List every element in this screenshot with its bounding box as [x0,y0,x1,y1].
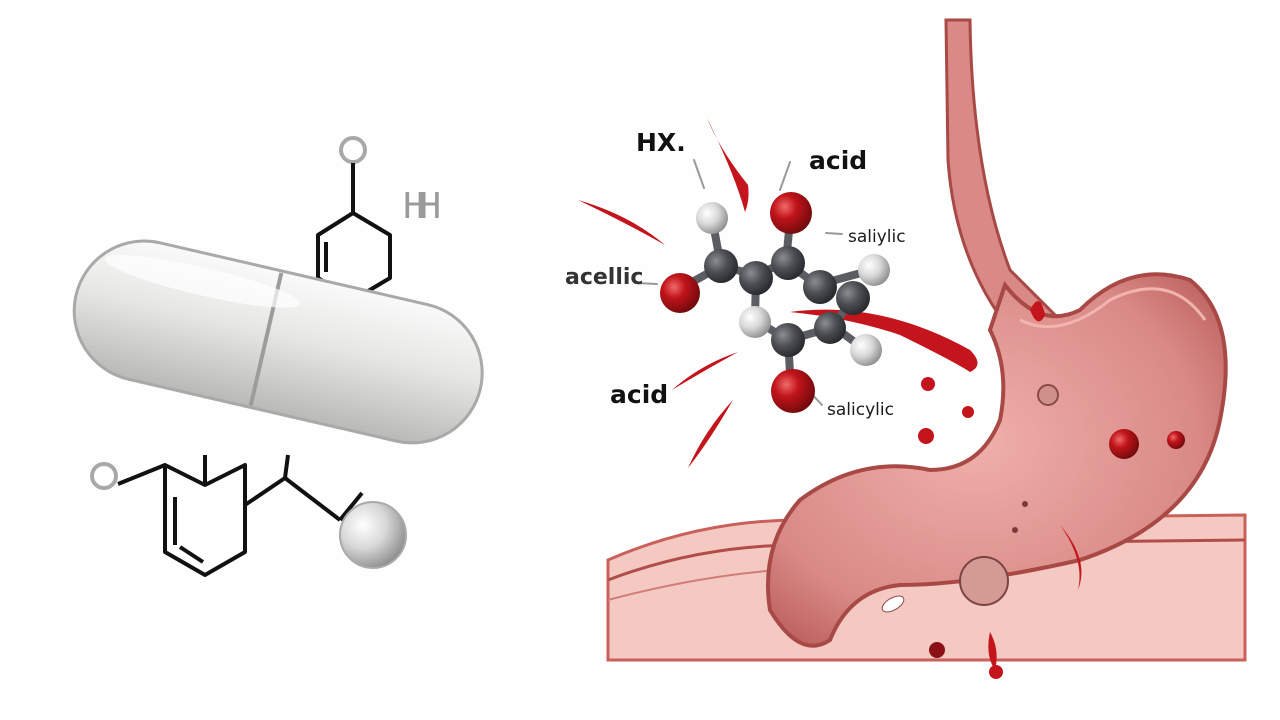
label-acid-top: acid [809,146,868,175]
label-saliylic: saliylic [848,227,906,247]
label-hx: HX. [636,128,686,157]
label-acellic: acellic [565,265,644,290]
molecule-atoms [660,192,890,413]
stomach [766,272,1228,648]
stomach-details [881,301,1185,679]
hydrogen-symbol: HH [402,186,442,227]
label-salicylic: salicylic [827,400,894,420]
red-splashes [578,118,978,468]
esophagus [944,18,1064,332]
sphere [339,501,407,569]
capsule-pill [72,239,484,445]
skeletal-formula [90,136,392,577]
label-acid-bottom: acid [610,380,669,409]
